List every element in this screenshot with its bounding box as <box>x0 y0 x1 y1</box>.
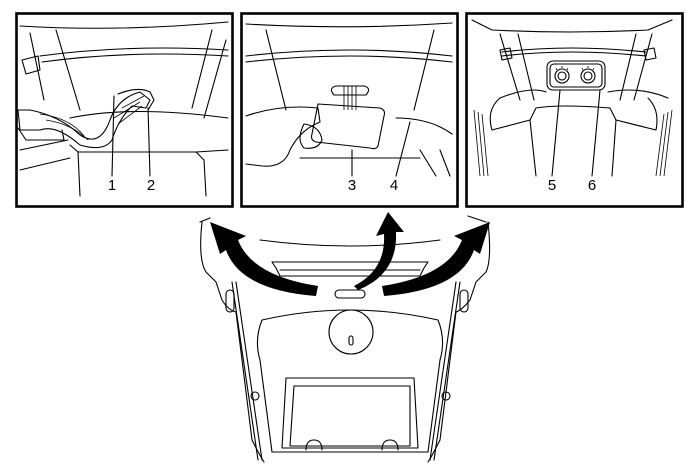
callout-3: 3 <box>347 177 357 194</box>
callout-5: 5 <box>547 177 557 194</box>
arrow-right <box>382 222 490 296</box>
arrow-center <box>354 212 404 290</box>
callout-6: 6 <box>587 177 597 194</box>
callout-4: 4 <box>389 177 399 194</box>
overhead-console <box>199 215 491 463</box>
arrow-left <box>210 222 318 296</box>
detail-panel-1 <box>15 12 234 208</box>
callout-1: 1 <box>107 177 117 194</box>
detail-panel-2 <box>240 12 459 208</box>
callout-2: 2 <box>146 177 156 194</box>
removal-arrows <box>210 212 490 296</box>
detail-panel-3 <box>465 12 684 208</box>
